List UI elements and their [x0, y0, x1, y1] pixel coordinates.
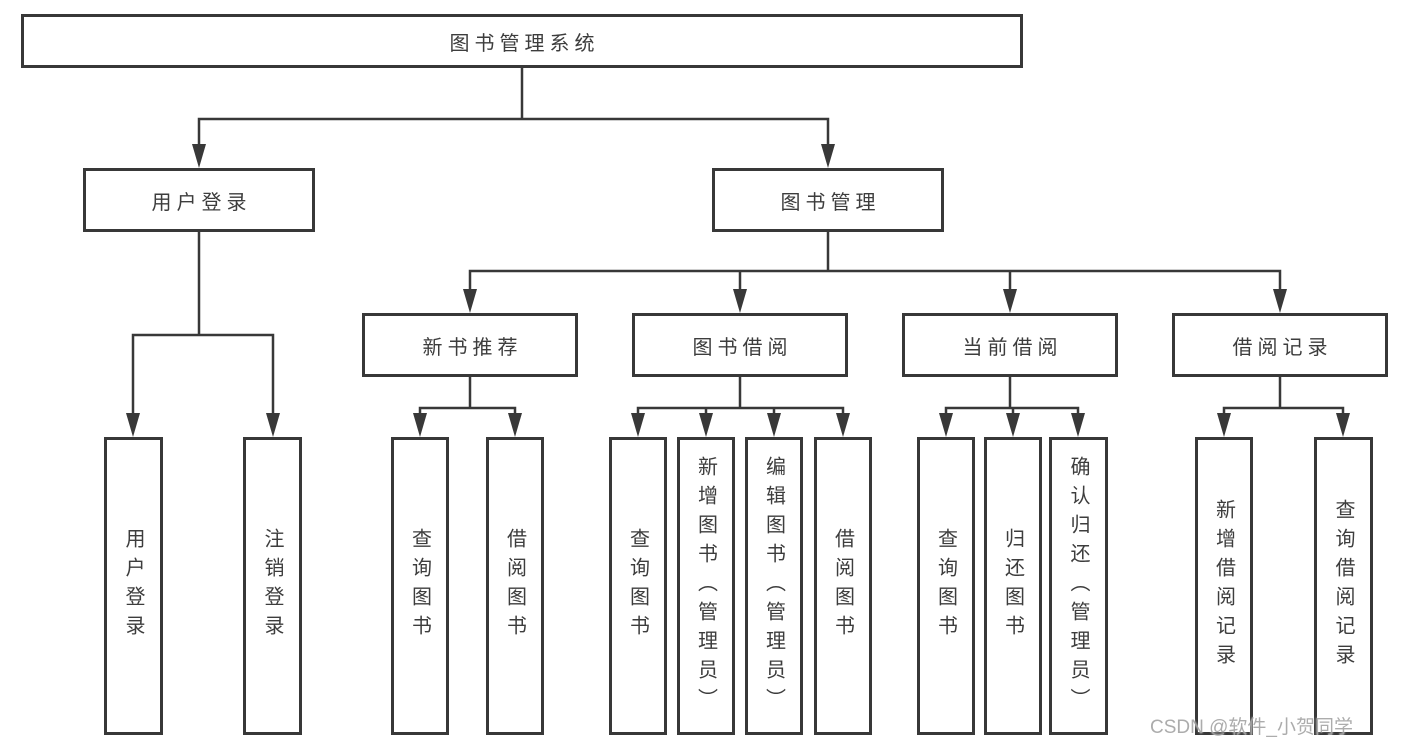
edge-userlogin-rail [131, 333, 275, 421]
arrow-icon [508, 413, 522, 437]
node-label: 编辑图书（管理员） [762, 455, 785, 717]
node-label: 图书管理系统 [449, 32, 600, 55]
leaf-add-borrow-record: 新增借阅记录 [1195, 437, 1253, 735]
node-label: 查询图书 [408, 528, 431, 644]
leaf-borrow-books: 借阅图书 [486, 437, 544, 735]
edge-level3-rail [468, 269, 1282, 296]
leaf-edit-book-admin: 编辑图书（管理员） [745, 437, 803, 735]
leaf-user-login: 用户登录 [104, 437, 163, 735]
csdn-watermark: CSDN @软件_小贺同学 [1150, 717, 1353, 738]
arrow-icon [631, 413, 645, 437]
node-label: 新书推荐 [422, 336, 523, 359]
edge-newbook-rail [418, 377, 517, 421]
edge-records-rail [1222, 377, 1345, 421]
leaf-confirm-return-admin: 确认归还（管理员） [1049, 437, 1108, 735]
arrow-icon [192, 144, 206, 168]
arrow-icon [1273, 289, 1287, 313]
arrow-icon [836, 413, 850, 437]
node-book-management: 图书管理 [712, 168, 944, 232]
node-label: 用户登录 [151, 191, 252, 214]
node-book-borrowing: 图书借阅 [632, 313, 848, 377]
arrow-icon [1336, 413, 1350, 437]
arrow-icon [821, 144, 835, 168]
arrow-icon [1006, 413, 1020, 437]
node-label: 图书借阅 [692, 336, 793, 359]
arrow-icon [767, 413, 781, 437]
node-label: 归还图书 [1001, 528, 1024, 644]
node-label: 用户登录 [122, 528, 144, 644]
arrow-icon [1217, 413, 1231, 437]
node-label: 借阅图书 [831, 528, 854, 644]
node-user-login: 用户登录 [83, 168, 315, 232]
edge-level2-rail [197, 117, 830, 152]
node-label: 注销登录 [261, 528, 283, 644]
node-label: 借阅图书 [503, 528, 526, 644]
leaf-query-books: 查询图书 [391, 437, 449, 735]
arrow-icon [126, 413, 140, 437]
node-root-library-system: 图书管理系统 [21, 14, 1023, 68]
node-label: 新增借阅记录 [1212, 499, 1235, 673]
node-label: 图书管理 [780, 191, 881, 214]
arrow-icon [733, 289, 747, 313]
leaf-add-book-admin: 新增图书（管理员） [677, 437, 735, 735]
arrow-icon [266, 413, 280, 437]
arrow-icon [939, 413, 953, 437]
leaf-borrow-books: 借阅图书 [814, 437, 872, 735]
arrow-icon [1071, 413, 1085, 437]
leaf-return-books: 归还图书 [984, 437, 1042, 735]
node-label: 确认归还（管理员） [1067, 455, 1089, 717]
node-label: 借阅记录 [1232, 336, 1333, 359]
node-label: 查询图书 [626, 528, 649, 644]
node-borrowing-records: 借阅记录 [1172, 313, 1388, 377]
edge-borrowmod-rail [636, 377, 845, 421]
node-label: 查询借阅记录 [1332, 499, 1354, 673]
node-label: 新增图书（管理员） [694, 455, 717, 717]
arrow-icon [413, 413, 427, 437]
leaf-logout: 注销登录 [243, 437, 302, 735]
leaf-query-borrow-record: 查询借阅记录 [1314, 437, 1373, 735]
node-current-borrowing: 当前借阅 [902, 313, 1118, 377]
arrowheads [126, 144, 1350, 437]
arrow-icon [1003, 289, 1017, 313]
node-label: 查询图书 [934, 528, 957, 644]
node-label: 当前借阅 [962, 336, 1063, 359]
node-new-book-recommend: 新书推荐 [362, 313, 578, 377]
arrow-icon [699, 413, 713, 437]
leaf-query-books: 查询图书 [917, 437, 975, 735]
leaf-query-books: 查询图书 [609, 437, 667, 735]
arrow-icon [463, 289, 477, 313]
